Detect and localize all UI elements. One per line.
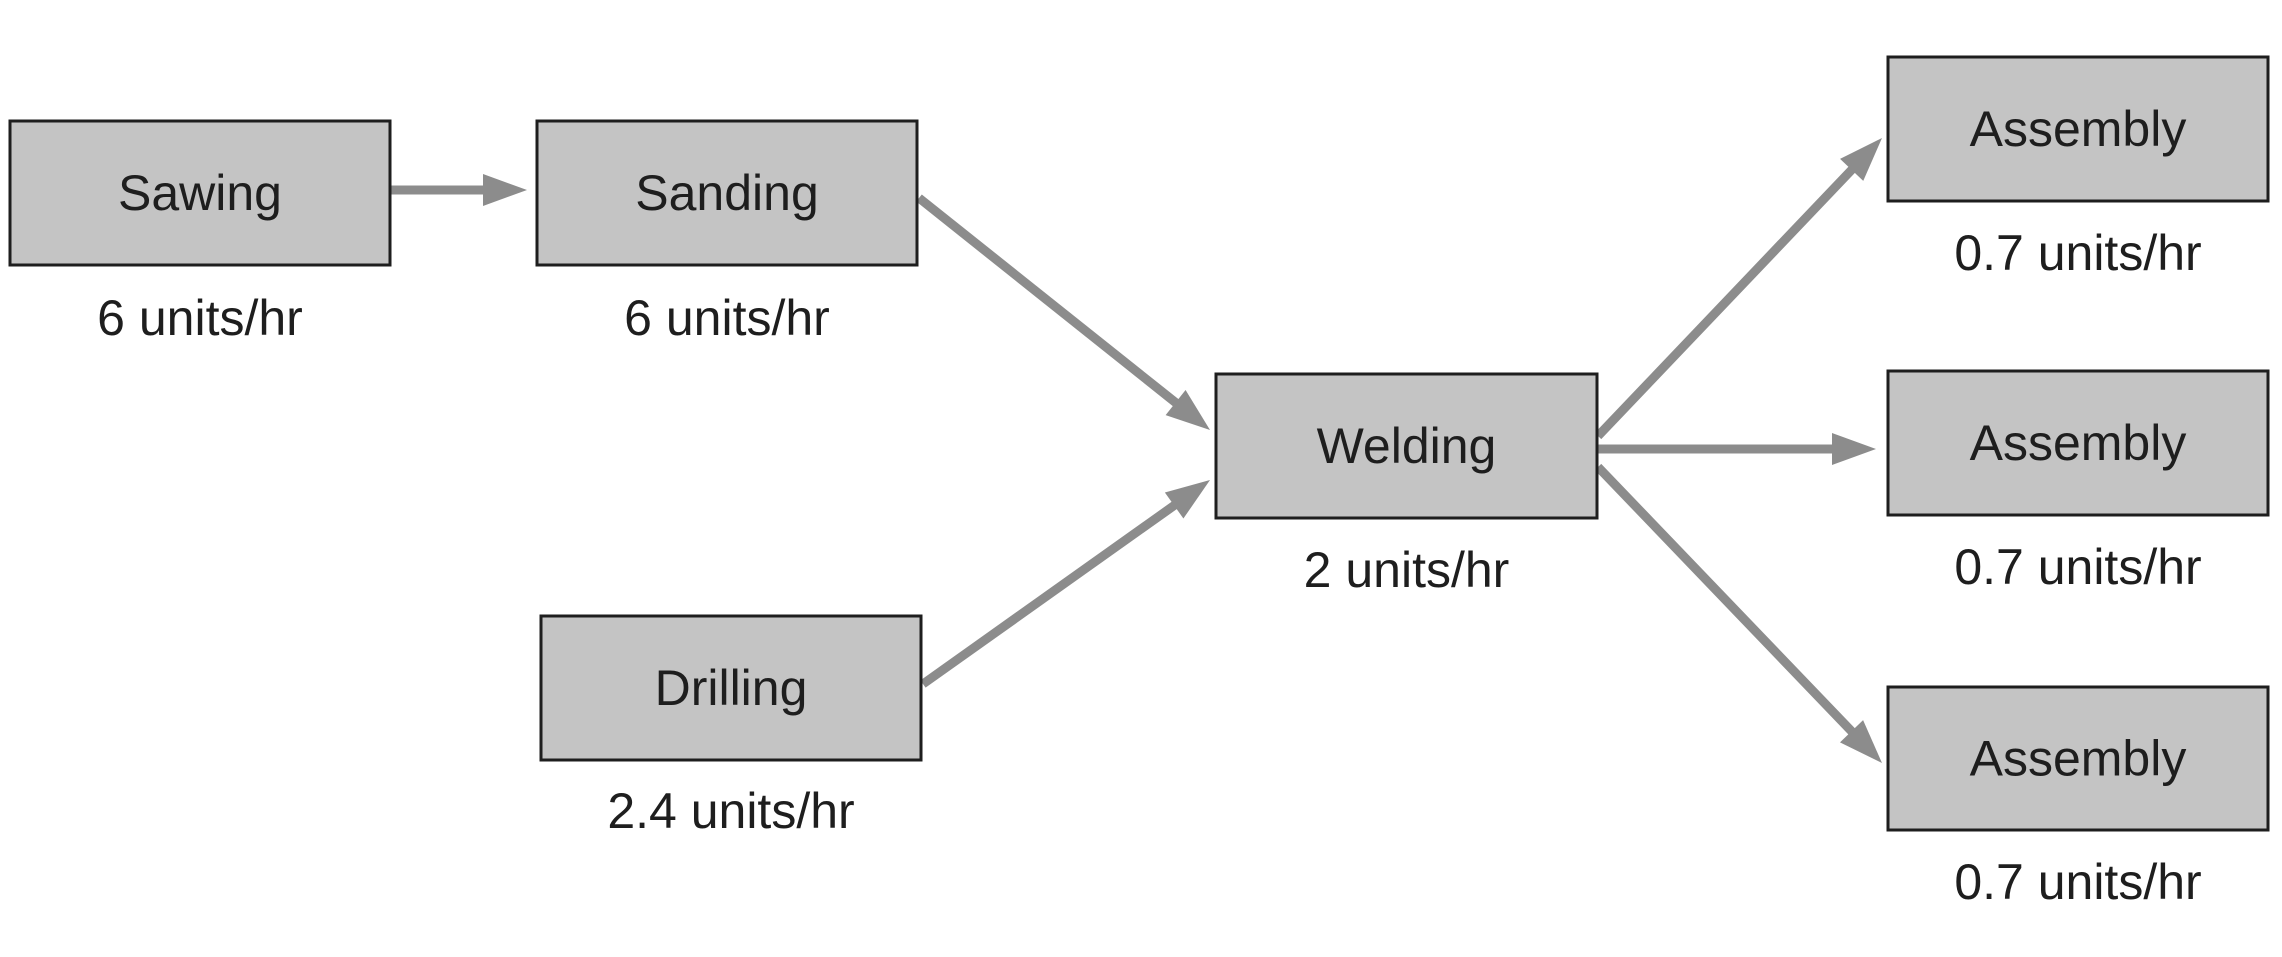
arrow-head-icon [1165, 390, 1210, 430]
edges-layer [390, 138, 1882, 763]
arrow-head-icon [483, 174, 527, 206]
node-label: Sanding [635, 165, 819, 221]
rate-label: 0.7 units/hr [1954, 225, 2201, 281]
rate-label: 6 units/hr [97, 290, 303, 346]
rate-label: 0.7 units/hr [1954, 539, 2201, 595]
edge-line [1594, 463, 1858, 738]
node-assembly-1: Assembly 0.7 units/hr [1886, 55, 2270, 281]
node-box [535, 119, 919, 267]
edge-line [916, 194, 1182, 409]
node-label: Assembly [1970, 415, 2187, 471]
node-box [8, 119, 392, 267]
node-box [1214, 372, 1599, 520]
node-welding: Welding 2 units/hr [1214, 372, 1599, 598]
edge-sawing-to-sanding [390, 174, 527, 206]
rate-label: 6 units/hr [624, 290, 830, 346]
edge-welding-to-assembly-2 [1598, 433, 1876, 465]
node-box [1886, 685, 2270, 832]
edge-line [920, 499, 1181, 688]
node-assembly-2: Assembly 0.7 units/hr [1886, 369, 2270, 595]
nodes-layer: Sawing 6 units/hr Sanding 6 units/hrDrillin… [8, 55, 2270, 910]
rate-label: 2 units/hr [1304, 542, 1510, 598]
node-drilling: Drilling 2.4 units/hr [539, 614, 923, 839]
arrow-head-icon [1839, 720, 1882, 763]
node-label: Assembly [1970, 731, 2187, 787]
node-box [1886, 369, 2270, 517]
node-sawing: Sawing 6 units/hr [8, 119, 392, 346]
node-label: Sawing [118, 165, 282, 221]
node-label: Drilling [655, 660, 808, 716]
arrow-head-icon [1832, 433, 1876, 465]
node-box [539, 614, 923, 762]
edge-welding-to-assembly-3 [1594, 463, 1882, 763]
arrow-head-icon [1840, 138, 1882, 181]
edge-sanding-to-welding [916, 194, 1210, 430]
edge-drilling-to-welding [920, 480, 1210, 688]
edge-welding-to-assembly-1 [1594, 138, 1882, 440]
edge-line [1594, 163, 1858, 440]
rate-label: 2.4 units/hr [607, 783, 854, 839]
node-assembly-3: Assembly 0.7 units/hr [1886, 685, 2270, 910]
rate-label: 0.7 units/hr [1954, 854, 2201, 910]
node-label: Assembly [1970, 101, 2187, 157]
node-box [1886, 55, 2270, 203]
node-sanding: Sanding 6 units/hr [535, 119, 919, 346]
arrow-head-icon [1164, 480, 1210, 519]
node-label: Welding [1317, 418, 1497, 474]
